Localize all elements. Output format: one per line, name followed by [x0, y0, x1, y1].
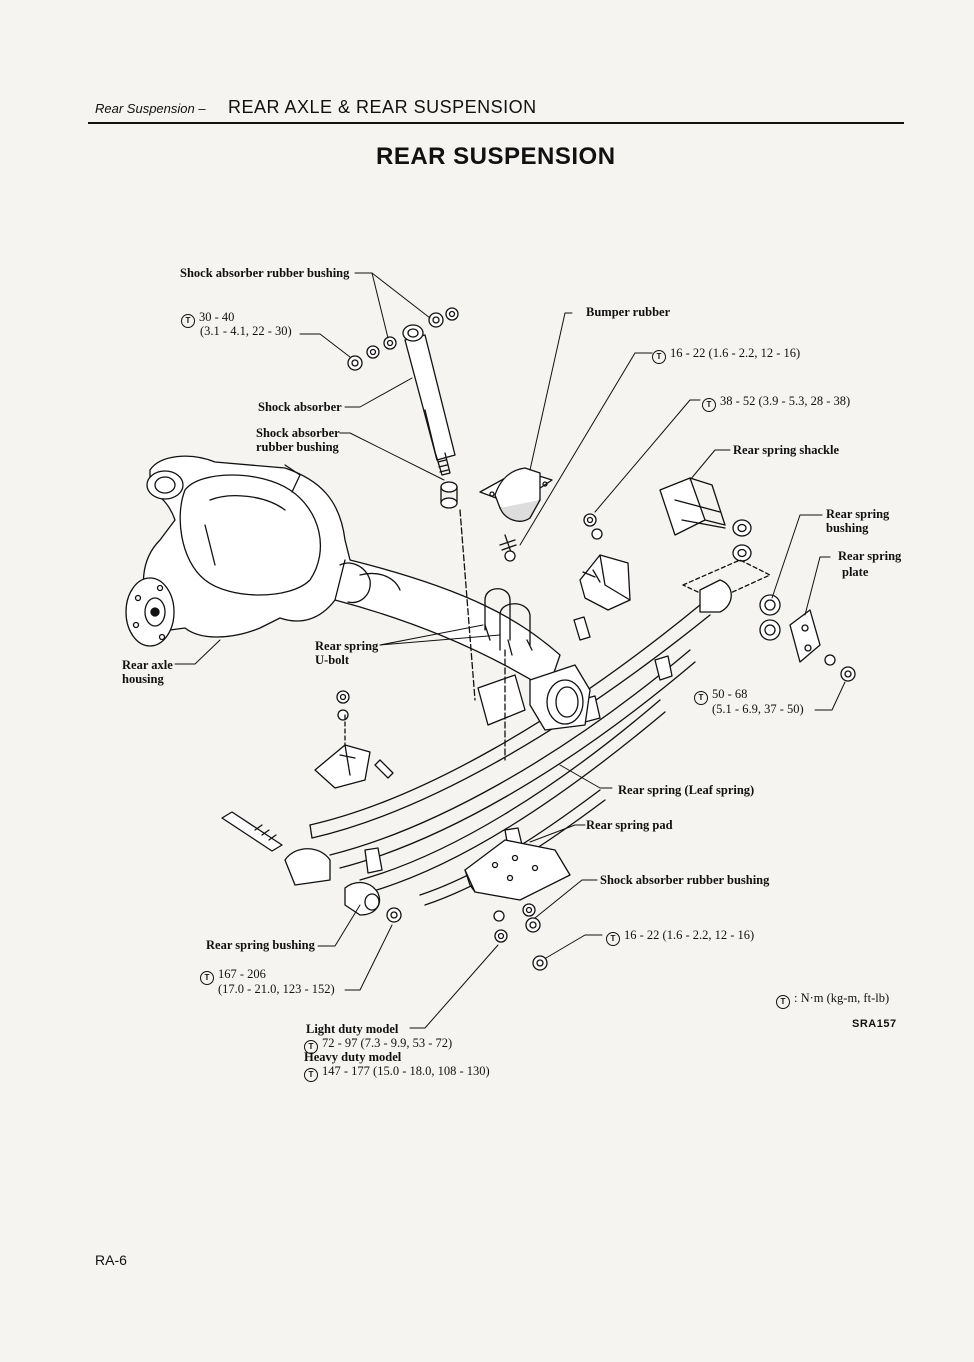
label-u-bolt-2: U-bolt: [315, 653, 350, 667]
torque-icon: T: [200, 971, 214, 985]
label-shock-bushing-mid: Shock absorber: [256, 426, 340, 440]
label-rear-spring-plate: Rear spring: [838, 549, 902, 563]
label-u-bolt: Rear spring: [315, 639, 379, 653]
label-rear-spring-bushing-left: Rear spring bushing: [206, 938, 315, 952]
lower-mount-bracket: [314, 690, 394, 789]
header-rule: [88, 122, 904, 124]
rear-spring-bushings-right: [699, 579, 856, 682]
label-torque-30-40-values: (3.1 - 4.1, 22 - 30): [200, 324, 292, 338]
label-shock-absorber: Shock absorber: [258, 400, 342, 414]
torque-icon: T: [606, 932, 620, 946]
label-leaf-spring: Rear spring (Leaf spring): [618, 783, 755, 797]
front-spring-eye-hardware: [221, 811, 402, 923]
spring-pad: [464, 827, 571, 971]
bumper-rubber-bracket: [479, 467, 553, 562]
label-spring-pad: Rear spring pad: [586, 818, 673, 832]
chapter-header: REAR AXLE & REAR SUSPENSION: [228, 97, 537, 117]
torque-icon: T: [702, 398, 716, 412]
torque-icon: T: [181, 314, 195, 328]
label-light-duty: Light duty model: [306, 1022, 399, 1036]
label-axle-housing-2: housing: [122, 672, 164, 686]
leaf-spring: [284, 604, 711, 906]
figure-code: SRA157: [852, 1018, 897, 1030]
label-shock-bushing-mid-2: rubber bushing: [256, 440, 339, 454]
section-header: Rear Suspension –: [95, 101, 206, 116]
rear-axle-housing: [125, 455, 561, 691]
torque-icon: T: [776, 995, 790, 1009]
shock-absorber: [402, 324, 456, 476]
torque-icon: T: [652, 350, 666, 364]
label-heavy-duty: Heavy duty model: [304, 1050, 402, 1064]
page-number: RA-6: [95, 1252, 127, 1268]
spring-seat: [477, 664, 591, 731]
rear-spring-shackle: [659, 477, 771, 601]
label-rear-spring-bushing-right: Rear spring: [826, 507, 890, 521]
torque-icon: T: [304, 1068, 318, 1082]
label-rear-spring-shackle: Rear spring shackle: [733, 443, 840, 457]
label-bumper-rubber: Bumper rubber: [586, 305, 671, 319]
label-shock-bushing-bottom: Shock absorber rubber bushing: [600, 873, 770, 887]
u-bolts: [459, 509, 533, 761]
label-rear-spring-plate-2: plate: [842, 565, 869, 579]
label-torque-167-206-values: (17.0 - 21.0, 123 - 152): [218, 982, 335, 996]
torque-icon: T: [694, 691, 708, 705]
legend-torque-units: T: N·m (kg-m, ft-lb): [776, 991, 889, 1009]
upper-shock-hardware: [347, 307, 459, 371]
page-title: REAR SUSPENSION: [376, 143, 616, 170]
leader-lines: [174, 272, 846, 1029]
label-shock-bushing-top: Shock absorber rubber bushing: [180, 266, 350, 280]
label-axle-housing: Rear axle: [122, 658, 173, 672]
lower-shock-bushing: [440, 481, 458, 509]
torque-icon: T: [304, 1040, 318, 1054]
spring-hanger-bracket: [573, 513, 631, 641]
label-rear-spring-bushing-right-2: bushing: [826, 521, 869, 535]
label-torque-50-68-values: (5.1 - 6.9, 37 - 50): [712, 702, 804, 716]
